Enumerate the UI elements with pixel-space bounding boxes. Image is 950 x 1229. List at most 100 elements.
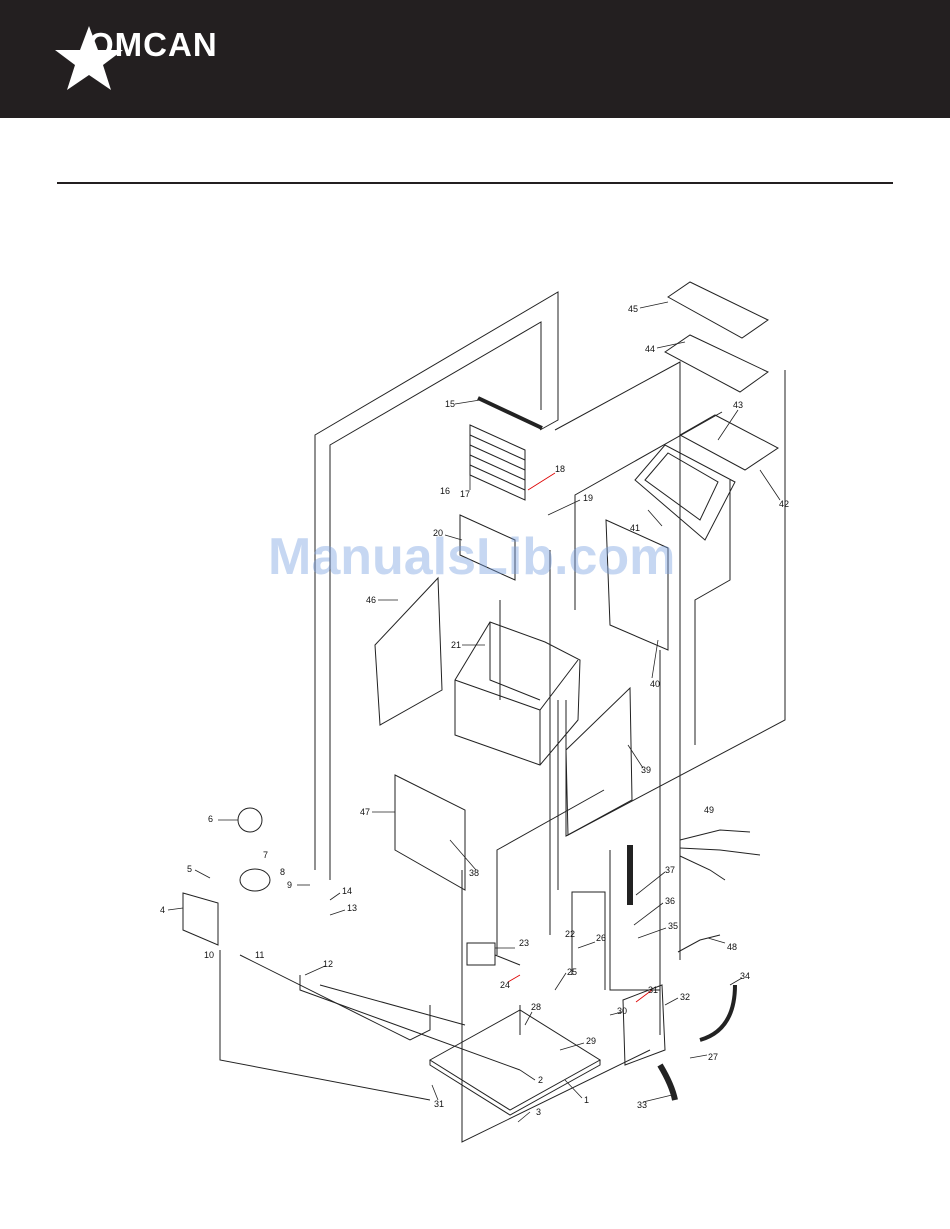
leader-line	[610, 850, 660, 990]
callout-13: 13	[347, 903, 357, 913]
ice-bin	[455, 622, 580, 765]
callout-15: 15	[445, 399, 455, 409]
callout-5: 5	[187, 864, 192, 874]
callout-34: 34	[740, 971, 750, 981]
diagram-stroke	[555, 973, 566, 990]
callout-10: 10	[204, 950, 214, 960]
right-side-panel	[566, 688, 632, 835]
callout-23: 23	[519, 938, 529, 948]
diagram-stroke	[432, 1085, 438, 1100]
condenser	[183, 893, 218, 945]
callout-18: 18	[555, 464, 565, 474]
diagram-stroke	[470, 435, 525, 460]
diagram-stroke	[455, 660, 578, 710]
diagram-stroke	[640, 302, 668, 308]
callout-38: 38	[469, 868, 479, 878]
diagram-stroke	[450, 840, 476, 870]
callout-25: 25	[567, 967, 577, 977]
callout-44: 44	[645, 344, 655, 354]
callout-14: 14	[342, 886, 352, 896]
compressor	[240, 869, 270, 891]
leader-line	[555, 362, 680, 960]
diagram-stroke	[578, 942, 595, 948]
diagram-stroke	[330, 893, 340, 900]
diagram-stroke	[760, 470, 780, 500]
callout-24: 24	[500, 980, 510, 990]
leader-line	[566, 370, 785, 836]
diagram-stroke	[680, 856, 725, 880]
callout-29: 29	[586, 1036, 596, 1046]
callout-8: 8	[280, 867, 285, 877]
callout-4: 4	[160, 905, 165, 915]
diagram-stroke	[652, 640, 658, 678]
callout-45: 45	[628, 304, 638, 314]
callout-26: 26	[596, 933, 606, 943]
callout-32: 32	[680, 992, 690, 1002]
callout-39: 39	[641, 765, 651, 775]
callout-22: 22	[565, 929, 575, 939]
callout-6: 6	[208, 814, 213, 824]
wiring-harness	[680, 830, 750, 840]
water-pump	[467, 943, 495, 965]
callout-17: 17	[460, 489, 470, 499]
callout-9: 9	[287, 880, 292, 890]
callout-33: 33	[637, 1100, 647, 1110]
top-plate-45	[668, 282, 768, 338]
diagram-stroke	[708, 938, 725, 943]
diagram-stroke	[168, 908, 183, 910]
callout-37: 37	[665, 865, 675, 875]
callout-35: 35	[668, 921, 678, 931]
diagram-stroke	[560, 1043, 584, 1050]
fan-blade	[238, 808, 262, 832]
callout-46: 46	[366, 595, 376, 605]
callout-11: 11	[255, 950, 264, 960]
callout-3: 3	[536, 1107, 541, 1117]
watermark: ManualsLib.com	[268, 527, 675, 587]
diagram-stroke	[648, 510, 662, 526]
diagram-stroke	[565, 1080, 582, 1098]
spray-bar	[478, 398, 542, 428]
diagram-stroke	[495, 955, 520, 965]
callout-19: 19	[583, 493, 593, 503]
diagram-stroke	[528, 473, 555, 490]
top-lid	[635, 445, 735, 540]
diagram-stroke	[470, 445, 525, 470]
callout-31-left: 31	[434, 1099, 444, 1109]
diagram-stroke	[636, 872, 665, 895]
callout-36: 36	[665, 896, 675, 906]
diagram-stroke	[305, 966, 325, 975]
callout-49: 49	[704, 805, 714, 815]
leader-line	[330, 322, 541, 880]
evaporator	[470, 425, 525, 500]
callout-16: 16	[440, 486, 450, 496]
drain-pipe	[700, 985, 735, 1040]
callout-27: 27	[708, 1052, 718, 1062]
diagram-stroke	[470, 455, 525, 480]
callout-21: 21	[451, 640, 461, 650]
callout-7: 7	[263, 850, 268, 860]
diagram-stroke	[643, 1095, 672, 1102]
leader-line	[300, 975, 520, 1070]
base-plate	[430, 1010, 600, 1110]
power-cord	[678, 935, 720, 952]
callout-12: 12	[323, 959, 333, 969]
diagram-stroke	[490, 622, 540, 700]
diagram-stroke	[657, 342, 685, 348]
diagram-stroke	[455, 400, 480, 404]
diagram-stroke	[195, 870, 210, 878]
diagram-stroke	[330, 910, 345, 915]
diagram-stroke	[634, 903, 663, 925]
callout-47: 47	[360, 807, 370, 817]
callout-30: 30	[617, 1006, 627, 1016]
front-panel	[395, 775, 465, 890]
callout-48: 48	[727, 942, 737, 952]
callout-1: 1	[584, 1095, 589, 1105]
drain-hose	[660, 1065, 675, 1100]
callout-40: 40	[650, 679, 660, 689]
callout-28: 28	[531, 1002, 541, 1012]
callout-2: 2	[538, 1075, 543, 1085]
diagram-stroke	[690, 1055, 707, 1058]
callout-31-right: 31	[648, 985, 658, 995]
diagram-stroke	[520, 1070, 535, 1080]
